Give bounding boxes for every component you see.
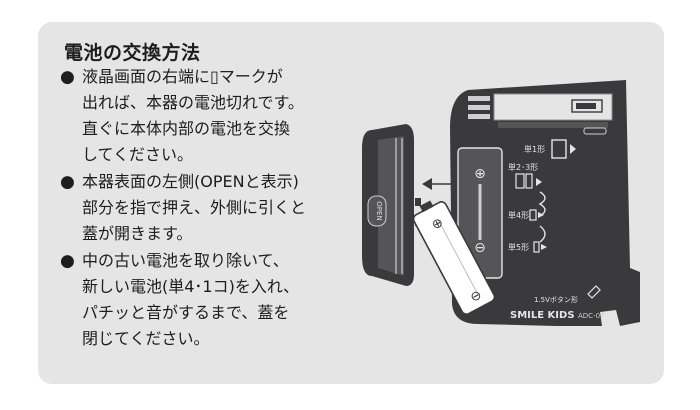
slot-label-d: 単1形 [524,144,545,154]
open-label: OPEN [375,201,383,220]
list-item: ● 液晶画面の右端に▯マークが 出れば、本器の電池切れです。 直ぐに本体内部の電池… [60,64,360,168]
step-text: 液晶画面の右端に▯マークが 出れば、本器の電池切れです。 直ぐに本体内部の電池を… [82,67,304,164]
list-item: ● 本器表面の左側(OPENと表示) 部分を指で押え、外側に引くと 蓋が開きます。 [60,169,360,247]
plus-icon: ⊕ [474,166,486,182]
bullet-icon: ● [60,67,75,87]
model-label: ADC-07 [578,312,605,320]
measure-slots: 単1形 単2･3形 単4形 単5形 1.5Vボタン形 [508,139,601,304]
brand-label: SMILE KIDS [510,310,575,321]
minus-icon: ⊖ [474,240,486,256]
step-text: 本器表面の左側(OPENと表示) 部分を指で押え、外側に引くと 蓋が開きます。 [82,172,307,243]
slot-label-button: 1.5Vボタン形 [534,295,578,304]
step-text: 中の古い電池を取り除いて、 新しい電池(単4･1コ)を入れ、 パチッと音がするま… [82,251,300,348]
aaa-battery-illustration: ⊕ ⊖ [412,200,496,315]
bullet-icon: ● [60,172,75,192]
slot-label-cab: 単2･3形 [508,162,538,172]
page-title: 電池の交換方法 [64,42,201,64]
bullet-icon: ● [60,251,75,271]
slot-label-aaa: 単4形 [508,210,529,220]
slot-label-n: 単5形 [508,242,529,252]
list-item: ● 中の古い電池を取り除いて、 新しい電池(単4･1コ)を入れ、 パチッと音がする… [60,248,360,352]
battery-compartment: ⊕ ⊖ [457,147,503,279]
battery-checker-illustration: OPEN ⊕ ⊖ 単1形 単2･3形 単4形 [362,80,640,326]
lid-illustration: OPEN [362,124,421,286]
steps-list: ● 液晶画面の右端に▯マークが 出れば、本器の電池切れです。 直ぐに本体内部の電池… [60,64,360,353]
